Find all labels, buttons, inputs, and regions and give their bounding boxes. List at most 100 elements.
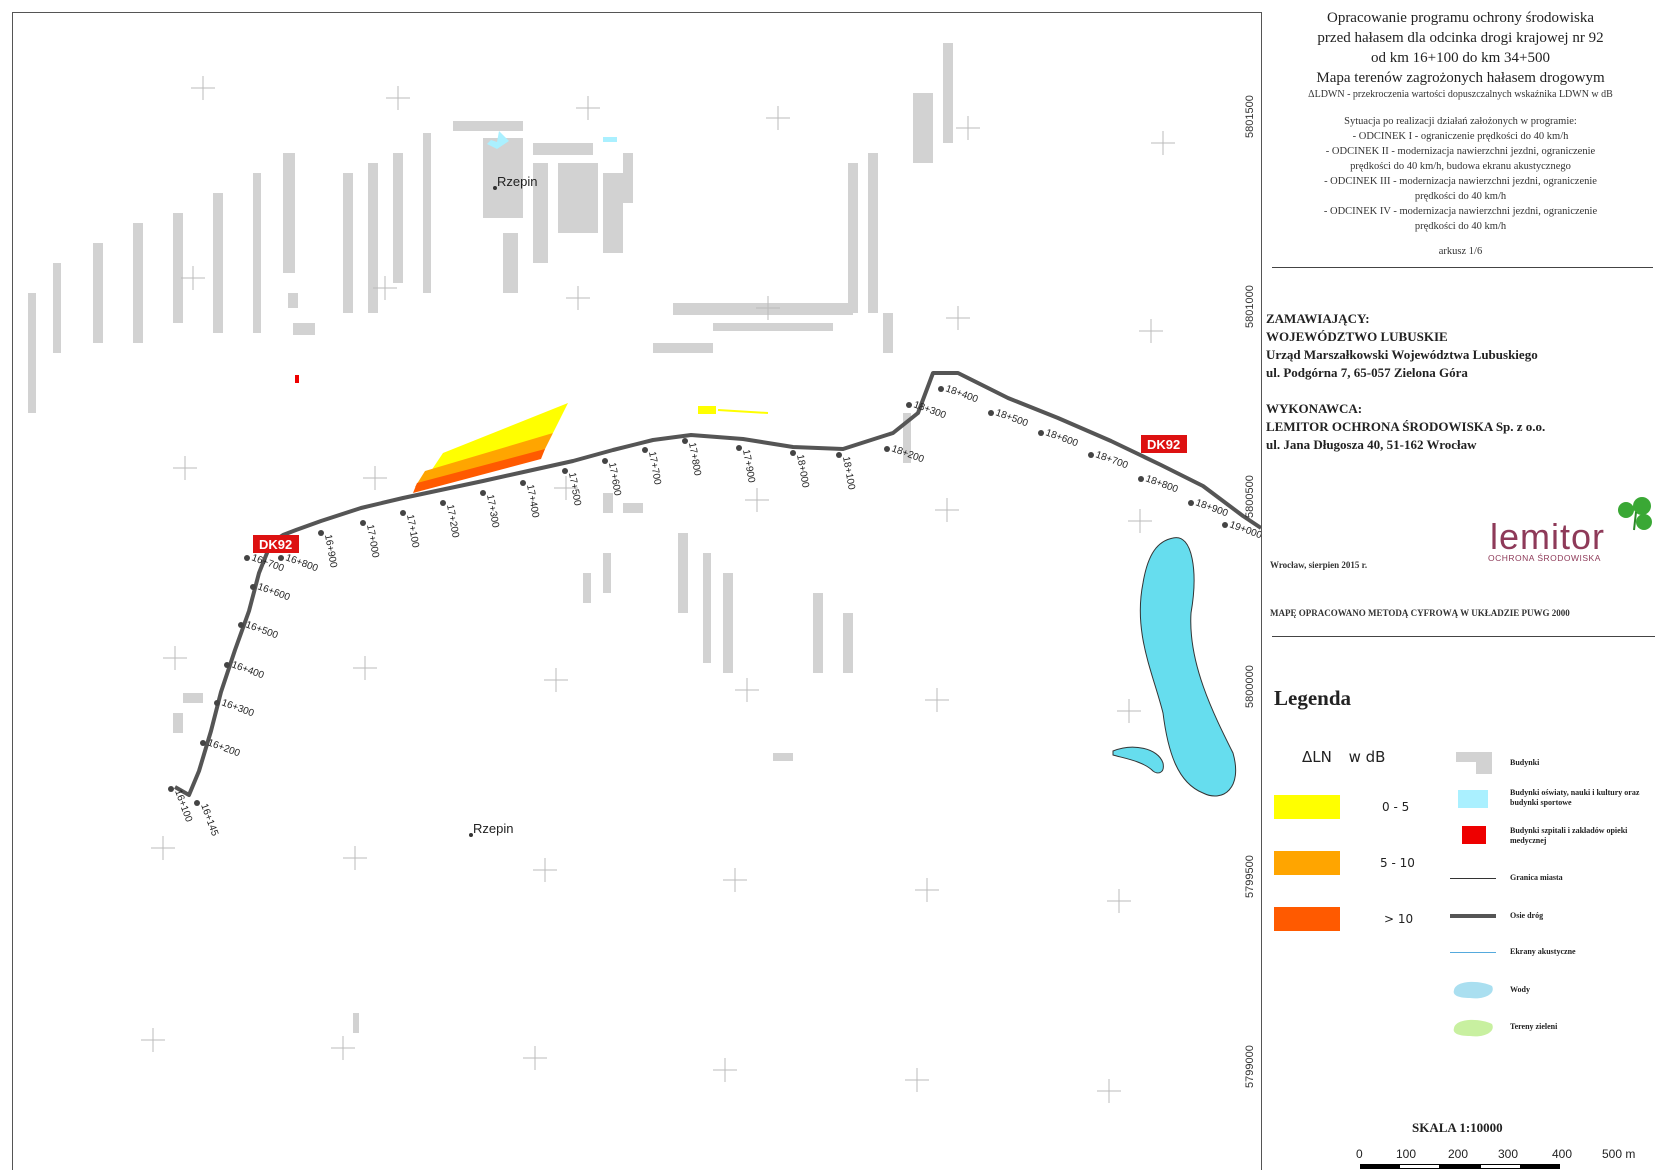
road-vertex xyxy=(736,445,742,451)
grid-cross xyxy=(766,106,790,130)
title-line-3: od km 16+100 do km 34+500 xyxy=(1370,50,1550,66)
road-vertex xyxy=(938,386,944,392)
road-badge-west-text: DK92 xyxy=(259,537,292,552)
grid-cross xyxy=(386,86,410,110)
grid-cross xyxy=(576,96,600,120)
road-vertex xyxy=(480,490,486,496)
place-dot-south xyxy=(469,833,473,837)
grid-cross xyxy=(173,456,197,480)
grid-cross xyxy=(735,678,759,702)
legend-title: Legenda xyxy=(1274,686,1352,710)
road-axis-symbol-icon xyxy=(1450,914,1496,918)
legend-symbol-green-areas: Tereny zieleni xyxy=(1510,1022,1558,1031)
km-label: 17+900 xyxy=(740,449,757,484)
legend-symbol-water: Wody xyxy=(1510,985,1531,994)
y-coordinates: 5801500580100058005005800000579950057990… xyxy=(1244,95,1256,1088)
client-line-4: ul. Podgórna 7, 65-057 Zielona Góra xyxy=(1266,365,1468,380)
y-coord: 5800000 xyxy=(1244,665,1256,708)
road-vertex xyxy=(836,452,842,458)
place-dot-north xyxy=(493,186,497,190)
legend-symbol-hospital: Budynki szpitali i zakładów opieki medyc… xyxy=(1510,826,1628,845)
road-vertex xyxy=(278,555,284,561)
client-line-2: WOJEWÓDZTWO LUBUSKIE xyxy=(1266,329,1448,344)
road-vertex xyxy=(642,447,648,453)
situation-block: Sytuacja po realizacji działań założonyc… xyxy=(1262,114,1659,259)
km-label: 18+500 xyxy=(994,407,1030,429)
km-label: 18+300 xyxy=(912,399,948,421)
noise-zone-5-10 xyxy=(415,433,553,487)
grid-cross xyxy=(745,488,769,512)
legend-header-unit: w dB xyxy=(1348,748,1386,766)
education-symbol-icon xyxy=(1458,790,1488,808)
grid-cross xyxy=(956,116,980,140)
situation-line-7: - ODCINEK IV - modernizacja nawierzchni … xyxy=(1323,206,1598,217)
grid-cross xyxy=(554,476,578,500)
km-label: 16+500 xyxy=(244,619,280,641)
grid-cross xyxy=(1151,131,1175,155)
grid-cross xyxy=(141,1028,165,1052)
noise-barrier-symbol-icon xyxy=(1450,952,1496,953)
contractor-line-1: WYKONAWCA: xyxy=(1266,401,1363,416)
road-vertex xyxy=(1088,452,1094,458)
divider-2 xyxy=(1272,636,1655,637)
km-label: 18+600 xyxy=(1044,427,1080,449)
km-label: 16+600 xyxy=(256,581,292,603)
km-label: 18+700 xyxy=(1094,449,1130,471)
legend-symbol-buildings: Budynki xyxy=(1510,758,1540,767)
lake xyxy=(1139,537,1237,797)
km-label: 16+400 xyxy=(230,659,266,681)
map-subtitle: ΔLDWN - przekroczenia wartości dopuszcza… xyxy=(1308,89,1613,100)
legend-symbol-noise-barrier: Ekrany akustyczne xyxy=(1510,947,1576,956)
water-symbol-icon xyxy=(1453,981,1493,999)
grid-cross xyxy=(566,286,590,310)
road-vertex xyxy=(214,700,220,706)
scale-bar xyxy=(1360,1164,1561,1169)
scale-tick-500: 500 m xyxy=(1602,1147,1636,1161)
contractor-line-2: LEMITOR OCHRONA ŚRODOWISKA Sp. z o.o. xyxy=(1266,419,1546,434)
road-vertex xyxy=(440,500,446,506)
road-vertex xyxy=(238,622,244,628)
grid-cross xyxy=(331,1036,355,1060)
grid-cross xyxy=(181,266,205,290)
road-vertex xyxy=(988,410,994,416)
km-label: 16+145 xyxy=(198,802,220,838)
road-axis xyxy=(174,371,1261,797)
road-vertex xyxy=(194,800,200,806)
road-vertex xyxy=(884,446,890,452)
km-label: 18+800 xyxy=(1144,473,1180,495)
grid-cross xyxy=(935,498,959,522)
legend-symbol-city-border: Granica miasta xyxy=(1510,873,1563,882)
road-badge-east: DK92 xyxy=(1141,435,1187,453)
grid-cross xyxy=(343,846,367,870)
grid-cross xyxy=(363,466,387,490)
hospital-symbol-icon xyxy=(1462,826,1486,844)
grid-cross xyxy=(1128,509,1152,533)
grid-cross xyxy=(191,76,215,100)
legend-swatch-5-10 xyxy=(1274,851,1340,875)
title-line-2: przed hałasem dla odcinka drogi krajowej… xyxy=(1317,30,1604,46)
situation-line-5: - ODCINEK III - modernizacja nawierzchni… xyxy=(1324,176,1597,187)
km-label: 16+800 xyxy=(284,552,320,574)
road-vertex xyxy=(200,740,206,746)
scale-tick-100: 100 xyxy=(1396,1147,1417,1161)
road-vertex xyxy=(906,402,912,408)
situation-line-3: - ODCINEK II - modernizacja nawierzchni … xyxy=(1325,146,1596,157)
km-label: 17+600 xyxy=(606,462,623,497)
lemitor-logo-text: lemitor xyxy=(1490,516,1606,557)
road-vertex xyxy=(1138,476,1144,482)
km-label: 16+300 xyxy=(220,697,256,719)
lemitor-logo-sub: OCHRONA ŚRODOWISKA xyxy=(1488,553,1601,563)
road-vertex xyxy=(244,555,250,561)
client-line-3: Urząd Marszałkowski Województwa Lubuskie… xyxy=(1266,347,1538,362)
noise-zone-strip xyxy=(717,409,769,414)
situation-line-4: prędkości do 40 km/h, budowa ekranu akus… xyxy=(1350,161,1571,172)
date-note: Wrocław, sierpien 2015 r. xyxy=(1270,560,1368,570)
situation-line-1: Sytuacja po realizacji działań założonyc… xyxy=(1344,116,1577,127)
education-buildings xyxy=(487,131,617,149)
scale-tick-0: 0 xyxy=(1356,1147,1363,1161)
road-vertex xyxy=(682,438,688,444)
km-label: 16+900 xyxy=(322,534,339,569)
